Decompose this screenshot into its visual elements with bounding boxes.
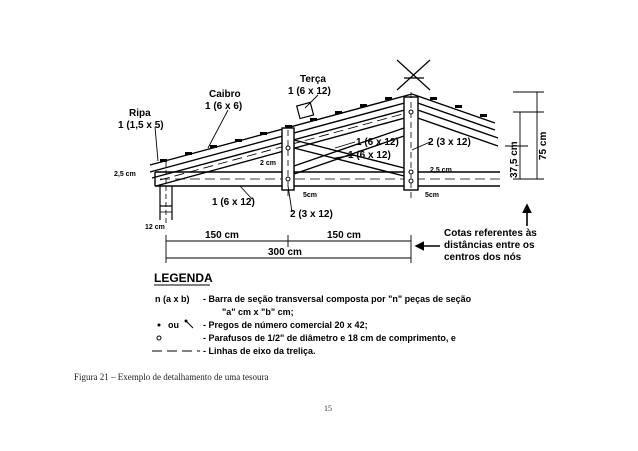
label-gap-25cm-right: 2,5 cm [430, 167, 452, 174]
horizontal-dimensions [165, 235, 412, 263]
label-gap-2cm: 2 cm [260, 160, 276, 167]
purlin-block [295, 101, 315, 120]
bottom-chord [154, 171, 500, 187]
label-diagonal-2: 1 (6 x 12) [348, 150, 391, 161]
label-bottom-chord: 1 (6 x 12) [212, 197, 255, 208]
rafter [149, 93, 496, 173]
label-vertical-left: 2 (3 x 12) [290, 209, 333, 220]
label-dim-150-left: 150 cm [205, 230, 239, 241]
nail-slant-icon [184, 319, 194, 329]
label-dim-150-right: 150 cm [327, 230, 361, 241]
label-caibro-name: Caibro [209, 89, 241, 100]
label-width-12cm: 12 cm [145, 224, 165, 231]
diagonal-struts [293, 127, 405, 177]
label-terca-name: Terça [300, 74, 326, 85]
legend-row2-text: - Pregos de número comercial 20 x 42; [203, 320, 368, 330]
label-vertical-right: 2 (3 x 12) [428, 137, 471, 148]
bolts [285, 109, 414, 184]
note-line-1: Cotas referentes às [444, 228, 537, 239]
legend-row2-key: ou [168, 320, 179, 330]
legend-title: LEGENDA [154, 271, 213, 285]
leader-lines [154, 94, 431, 213]
label-gap-5cm-a: 5cm [303, 192, 317, 199]
nail-dot-icon [157, 323, 161, 327]
label-gap-5cm-b: 5cm [425, 192, 439, 199]
label-height-75: 75 cm [538, 132, 549, 160]
legend-row3-text: - Parafusos de 1/2" de diâmetro e 18 cm … [203, 333, 456, 343]
label-gap-25cm-left: 2,5 cm [114, 171, 136, 178]
label-diagonal-1: 1 (6 x 12) [356, 137, 399, 148]
legend-row1-text: - Barra de seção transversal composta po… [203, 294, 472, 304]
note-line-3: centros dos nós [444, 252, 522, 263]
legend-row1-key: n (a x b) [155, 294, 190, 304]
label-terca-size: 1 (6 x 12) [288, 86, 331, 97]
label-caibro-size: 1 (6 x 6) [205, 101, 242, 112]
label-ripa-size: 1 (1,5 x 5) [118, 120, 164, 131]
page-number: 15 [324, 404, 332, 413]
legend-row1-text2: "a" cm x "b" cm; [222, 307, 294, 317]
figure-caption: Figura 21 – Exemplo de detalhamento de u… [74, 372, 269, 382]
legend-row4-text: - Linhas de eixo da treliça. [203, 346, 316, 356]
label-ripa-name: Ripa [129, 108, 151, 119]
label-height-375: 37,5 cm [509, 141, 520, 178]
symmetry-symbol [396, 59, 431, 91]
label-dim-300: 300 cm [268, 247, 302, 258]
battens [160, 97, 487, 162]
bolt-circle-icon [156, 335, 162, 341]
note-line-2: distâncias entre os [444, 240, 535, 251]
height-dimensions [505, 91, 544, 180]
